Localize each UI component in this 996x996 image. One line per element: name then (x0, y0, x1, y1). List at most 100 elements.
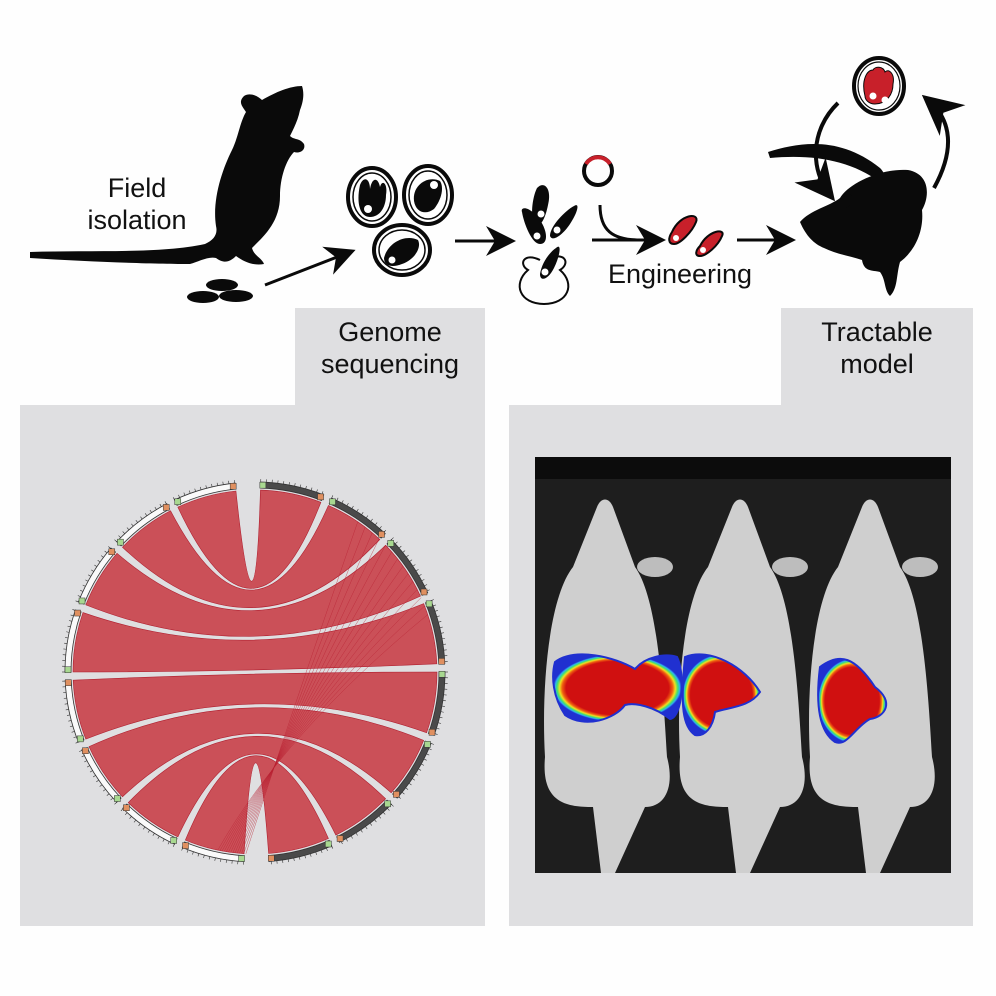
synteny-ribbon (122, 505, 381, 609)
tick-mark (391, 537, 394, 540)
tick-mark (68, 720, 72, 722)
tick-mark (69, 725, 73, 728)
telomere-marker (182, 842, 189, 849)
tick-mark (157, 836, 160, 839)
tick-mark (321, 491, 324, 495)
standing-mouse-icon (30, 86, 305, 303)
synteny-ribbon (88, 707, 425, 798)
telomere-marker (325, 840, 332, 848)
tick-mark (409, 559, 413, 562)
telomere-marker (267, 855, 275, 862)
tick-mark (199, 486, 202, 490)
tick-mark (203, 855, 205, 859)
genome-panel-tab (295, 308, 485, 408)
tick-mark (365, 515, 369, 519)
tick-mark (85, 579, 89, 582)
tick-mark (379, 526, 382, 529)
tick-mark (351, 505, 354, 509)
telomere-marker (74, 609, 81, 617)
tick-mark (294, 483, 296, 487)
cycle-arrow-up (921, 94, 966, 189)
oocyst-icon (346, 166, 398, 228)
tick-mark (118, 535, 121, 538)
tick-mark (91, 569, 94, 572)
sporozoites-icon (521, 185, 578, 279)
tick-mark (391, 804, 394, 807)
tick-mark (340, 841, 343, 845)
telomere-marker (317, 493, 324, 501)
tick-mark (346, 502, 349, 506)
tick-mark (436, 615, 440, 618)
tick-mark (70, 614, 74, 617)
tick-mark (434, 610, 438, 612)
telomere-marker (384, 800, 391, 808)
tick-mark (172, 843, 175, 847)
tick-mark (374, 819, 377, 823)
tick-mark (205, 485, 207, 489)
tick-mark (401, 792, 405, 795)
tick-mark (412, 778, 415, 781)
tick-mark (326, 847, 328, 851)
tick-mark (154, 506, 157, 510)
telomere-marker (77, 735, 84, 743)
chromosome-track (386, 539, 429, 596)
arrow-to-oocysts (264, 246, 356, 287)
tick-mark (331, 845, 334, 849)
host-mouse-icon (768, 144, 927, 296)
tick-mark (383, 529, 387, 533)
synteny-link (217, 614, 428, 851)
synteny-ribbon (72, 671, 438, 740)
tick-mark (81, 755, 85, 758)
telomere-marker (420, 588, 428, 596)
tick-mark (438, 722, 442, 724)
tick-mark (214, 857, 216, 861)
tick-mark (138, 823, 141, 827)
tick-mark (88, 574, 91, 577)
telomere-marker (117, 538, 124, 546)
tick-mark (147, 829, 150, 833)
tick-mark (131, 523, 134, 527)
synteny-ribbon (127, 736, 387, 838)
tick-mark (310, 487, 313, 491)
tick-mark (298, 856, 301, 860)
tick-mark (68, 620, 72, 622)
telomere-marker (424, 741, 431, 748)
tick-mark (402, 550, 406, 553)
tick-mark (162, 838, 165, 842)
tick-mark (345, 838, 348, 842)
tick-mark (211, 483, 213, 487)
tick-mark (186, 849, 189, 853)
tick-mark (142, 826, 146, 830)
tick-mark (438, 621, 442, 623)
tick-mark (430, 743, 434, 745)
tick-mark (102, 789, 106, 792)
tick-mark (120, 808, 124, 812)
tick-mark (439, 626, 443, 629)
tick-mark (434, 733, 438, 735)
tick-mark (65, 709, 69, 711)
oocyst-icon (402, 164, 454, 226)
tick-mark (360, 829, 363, 833)
tick-mark (79, 750, 83, 752)
tick-mark (424, 584, 428, 587)
tick-mark (80, 589, 84, 592)
tick-mark (135, 519, 138, 523)
chromosome-track (328, 497, 386, 539)
field-label-line1: Field (107, 173, 167, 203)
tick-mark (433, 604, 437, 607)
tick-mark (172, 497, 175, 501)
chromosome-track (116, 503, 171, 547)
tick-mark (72, 609, 76, 611)
tick-mark (164, 501, 167, 505)
tick-mark (442, 638, 446, 640)
tick-mark (110, 797, 114, 801)
tick-mark (75, 600, 79, 603)
tick-mark (129, 816, 132, 819)
tick-mark (149, 509, 152, 513)
tick-mark (288, 482, 290, 486)
engineered-oocyst-icon (852, 56, 906, 116)
tick-mark (114, 802, 117, 805)
synteny-link (236, 545, 386, 854)
flask-icon (518, 255, 570, 306)
tick-mark (426, 753, 430, 756)
